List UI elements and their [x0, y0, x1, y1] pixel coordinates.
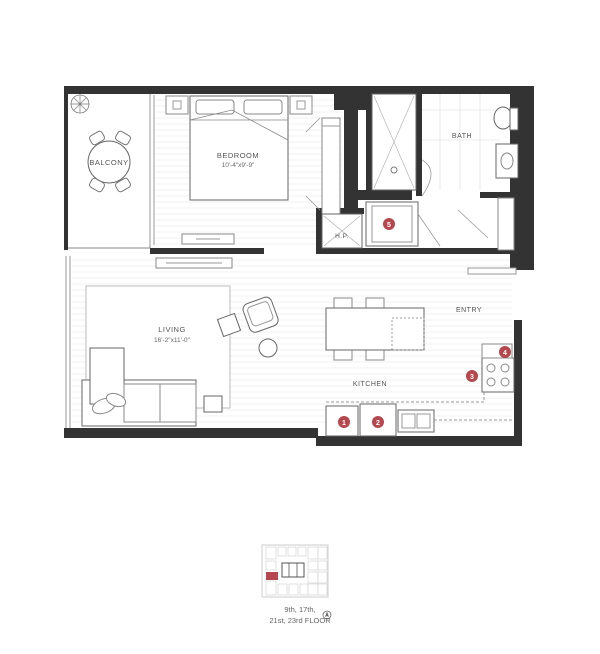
- marker-4: 4: [499, 346, 511, 358]
- bedroom-dimensions: 10'-4"x9'-9": [222, 162, 255, 169]
- kitchen-label: KITCHEN: [353, 381, 387, 388]
- marker-1: 1: [338, 416, 350, 428]
- window-wall: [65, 256, 71, 428]
- bath: BATH: [371, 93, 519, 197]
- hp-label: H.P.: [335, 233, 349, 240]
- living-label: LIVING: [158, 325, 186, 334]
- plant-icon: [70, 94, 90, 114]
- entry-label: ENTRY: [456, 307, 482, 314]
- floor-levels: 9th, 17th, 21st, 23rd FLOOR: [250, 604, 350, 626]
- sofa: [81, 347, 197, 427]
- svg-text:1: 1: [342, 420, 346, 427]
- unit-highlight: [266, 572, 278, 580]
- bath-label: BATH: [452, 133, 472, 140]
- key-plan: [261, 544, 329, 598]
- floor-line-1: 9th, 17th,: [284, 605, 316, 614]
- utility: H.P.: [321, 197, 515, 251]
- living: LIVING 16'-2"x11'-0": [81, 257, 279, 427]
- bedroom-label: BEDROOM: [217, 151, 259, 160]
- marker-3: 3: [466, 370, 478, 382]
- floor-line-2: 21st, 23rd FLOOR: [269, 616, 331, 625]
- north-arrow-icon: [322, 610, 332, 620]
- svg-text:4: 4: [503, 350, 507, 357]
- marker-5: 5: [383, 218, 395, 230]
- armchair: [242, 296, 279, 333]
- balcony-table: [87, 130, 131, 193]
- bedroom: BEDROOM 10'-4"x9'-9": [165, 95, 341, 245]
- svg-text:5: 5: [387, 222, 391, 229]
- balcony-label: BALCONY: [89, 158, 128, 167]
- svg-text:3: 3: [470, 374, 474, 381]
- marker-2: 2: [372, 416, 384, 428]
- markers: 1 2 3 4 5: [338, 218, 511, 428]
- svg-text:2: 2: [376, 420, 380, 427]
- balcony-area: BALCONY: [65, 89, 155, 249]
- kitchen: ENTRY KITCHEN: [325, 267, 517, 437]
- living-dimensions: 16'-2"x11'-0": [154, 337, 191, 344]
